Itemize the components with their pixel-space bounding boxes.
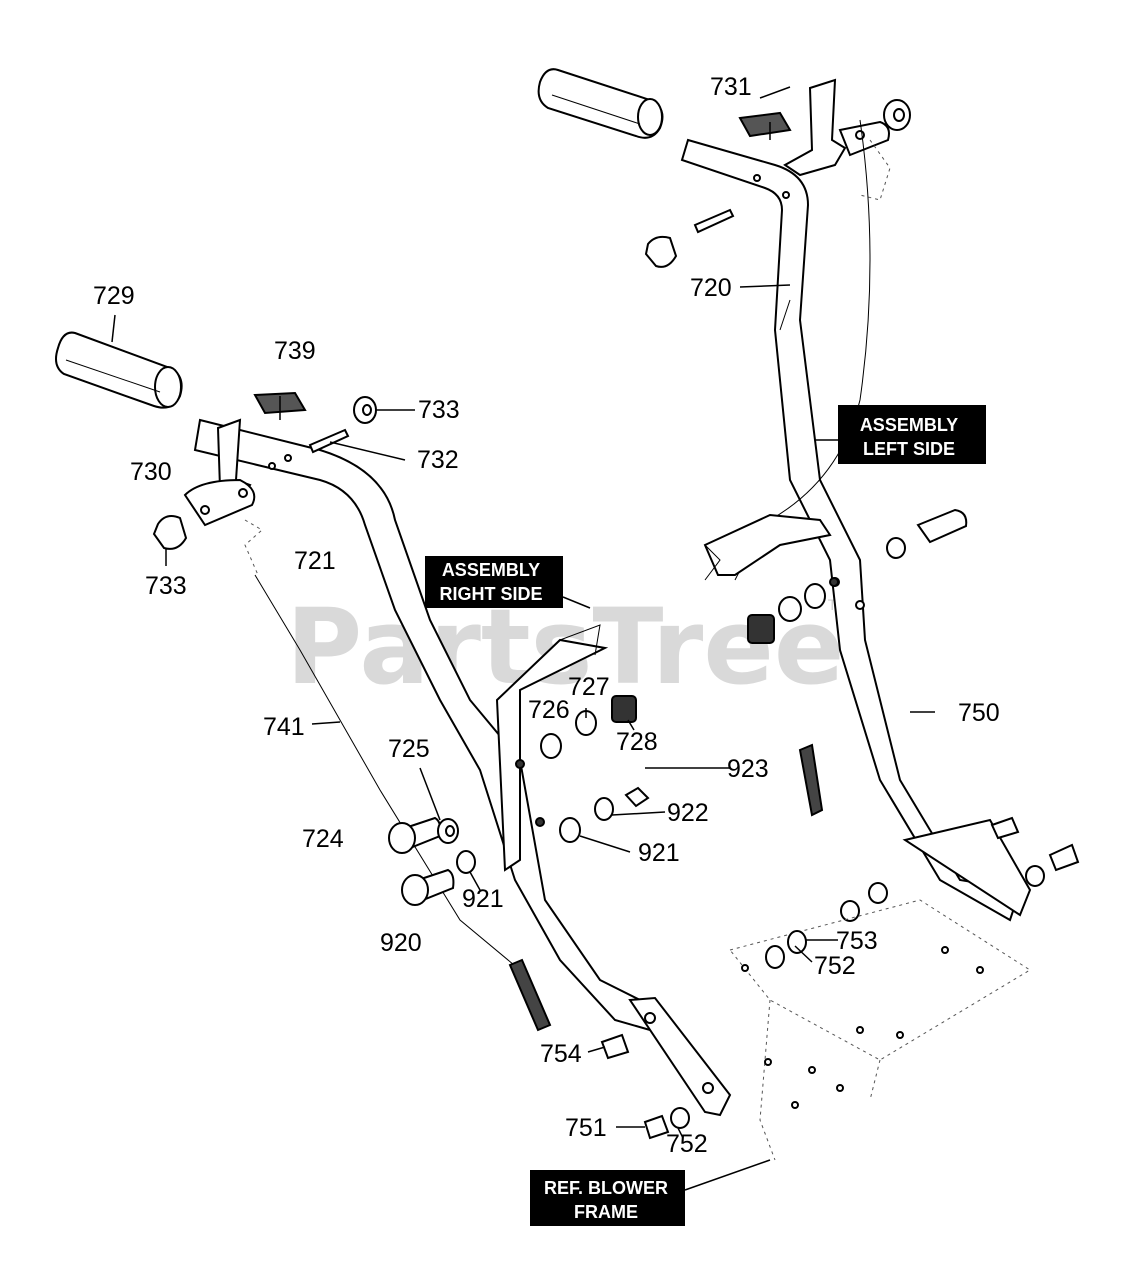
part-label-725: 725 (388, 735, 430, 763)
leader-754 (587, 1046, 606, 1053)
leader-752a (794, 945, 813, 963)
part-label-751: 751 (565, 1114, 607, 1142)
part-label-730: 730 (130, 458, 172, 486)
part-label-728: 728 (616, 728, 658, 756)
leader-732 (329, 441, 406, 461)
callout-blower-line2: FRAME (574, 1202, 638, 1222)
bracket-right (495, 624, 609, 872)
leader-assembly-right (562, 596, 591, 609)
hardware-bottom (600, 930, 807, 1140)
part-label-724: 724 (302, 825, 344, 853)
cap-733b (152, 515, 188, 550)
washer-upper-right (883, 99, 911, 131)
callout-ref-blower-frame: REF. BLOWER FRAME (530, 1170, 685, 1226)
part-label-732: 732 (417, 446, 459, 474)
cable-741 (254, 574, 552, 1032)
leader-720 (739, 284, 791, 288)
callout-blower-line1: REF. BLOWER (544, 1178, 668, 1198)
leader-blower (684, 1159, 771, 1191)
washer-725 (437, 818, 459, 844)
part-label-741: 741 (263, 713, 305, 741)
leader-741 (311, 721, 341, 725)
hardware-stack-right (515, 695, 650, 843)
callout-assembly-left-side: ASSEMBLY LEFT SIDE (838, 405, 986, 464)
nut-stack-left (747, 577, 839, 644)
leader-729 (111, 314, 116, 343)
part-label-733-upper: 733 (418, 396, 460, 424)
bracket-bottom-right (840, 816, 1080, 922)
handle-grip-upper (537, 68, 664, 139)
bolt-724 (388, 816, 442, 854)
bracket-bottom-left (628, 996, 732, 1117)
leader-725 (419, 767, 441, 821)
part-label-729: 729 (93, 282, 135, 310)
bolt-upper-right (886, 508, 968, 559)
part-label-750: 750 (958, 699, 1000, 727)
decal-731 (738, 111, 792, 138)
part-label-753: 753 (836, 927, 878, 955)
washer-733a (353, 396, 377, 424)
leader-922 (611, 811, 666, 816)
callout-assembly-right-line2: RIGHT SIDE (439, 584, 542, 604)
part-label-752-lower: 752 (666, 1130, 708, 1158)
part-label-720: 720 (690, 274, 732, 302)
bolt-920 (401, 868, 455, 906)
pin-lower-left-side (798, 743, 824, 817)
handle-grip-left (55, 331, 183, 409)
part-label-727: 727 (568, 673, 610, 701)
pin-732 (308, 428, 350, 454)
part-label-721: 721 (294, 547, 336, 575)
part-label-923: 923 (727, 755, 769, 783)
part-label-752-upper: 752 (814, 952, 856, 980)
callout-assembly-right-side: ASSEMBLY RIGHT SIDE (425, 556, 563, 608)
part-label-733-lower: 733 (145, 572, 187, 600)
part-label-754: 754 (540, 1040, 582, 1068)
leader-752b (677, 1127, 684, 1139)
bracket-left (703, 513, 832, 581)
part-label-731: 731 (710, 73, 752, 101)
part-label-726: 726 (528, 696, 570, 724)
part-label-922: 922 (667, 799, 709, 827)
callout-assembly-right-line1: ASSEMBLY (442, 560, 540, 580)
part-label-920: 920 (380, 929, 422, 957)
part-label-739: 739 (274, 337, 316, 365)
pin-upper (644, 208, 735, 268)
upper-handle-720 (680, 138, 1022, 922)
callout-assembly-left-line1: ASSEMBLY (860, 415, 958, 435)
lever-731 (783, 78, 890, 177)
blower-frame (729, 899, 1031, 1161)
leader-728 (627, 719, 635, 731)
leader-921b (469, 871, 481, 891)
part-label-921-right: 921 (638, 839, 680, 867)
part-label-921-left: 921 (462, 885, 504, 913)
washer-921-lower (456, 850, 476, 874)
leader-731 (759, 86, 791, 140)
leader-921a (579, 835, 631, 853)
callout-assembly-left-line2: LEFT SIDE (863, 439, 955, 459)
lever-730 (183, 418, 256, 527)
